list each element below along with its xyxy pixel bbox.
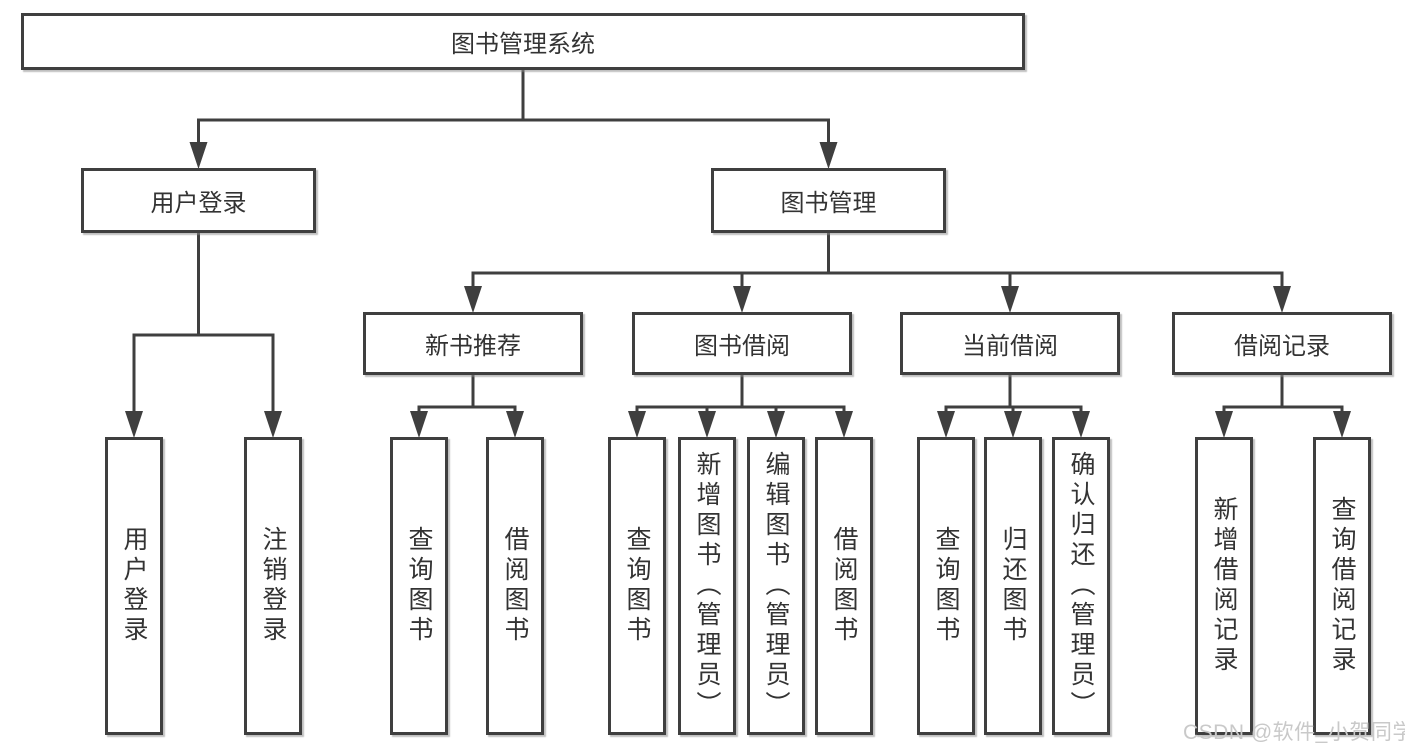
node-label: 新书推荐 (425, 333, 521, 360)
arrowhead-icon (937, 411, 955, 438)
arrowhead-icon (1004, 411, 1022, 438)
arrowhead-icon (819, 142, 838, 169)
arrowhead-icon (1072, 411, 1090, 438)
node-user-logout-op: 注销登录 (244, 437, 302, 735)
node-nb-borrow: 借阅图书 (486, 437, 544, 735)
arrowhead-icon (464, 286, 482, 313)
arrowhead-icon (1001, 286, 1019, 313)
arrowhead-icon (1273, 286, 1291, 313)
arrowhead-icon (733, 286, 751, 313)
node-label: 图书管理 (780, 190, 877, 217)
node-label: 用户登录 (150, 190, 247, 217)
node-label: 当前借阅 (962, 333, 1058, 360)
node-book-mgmt: 图书管理 (711, 168, 946, 233)
node-bb-query: 查询图书 (608, 437, 666, 735)
node-label: 查询图书 (932, 526, 960, 646)
node-nb-query: 查询图书 (390, 437, 448, 735)
node-label: 图书管理系统 (451, 31, 595, 58)
arrowhead-icon (189, 142, 208, 169)
node-label: 新增图书（管理员） (693, 451, 721, 721)
node-label: 新增借阅记录 (1210, 496, 1238, 676)
arrowhead-icon (1333, 411, 1351, 438)
node-cb-return: 归还图书 (984, 437, 1042, 735)
node-bb-borrow: 借阅图书 (815, 437, 873, 735)
node-cb-query: 查询图书 (917, 437, 975, 735)
arrowhead-icon (410, 411, 428, 438)
node-label: 查询借阅记录 (1328, 496, 1356, 676)
node-label: 借阅记录 (1234, 333, 1330, 360)
node-label: 用户登录 (120, 526, 148, 646)
node-label: 注销登录 (259, 526, 287, 646)
node-bb-edit: 编辑图书（管理员） (747, 437, 805, 735)
node-user-login-op: 用户登录 (105, 437, 163, 735)
node-label: 借阅图书 (501, 526, 529, 646)
node-label: 查询图书 (405, 526, 433, 646)
node-book-borrow: 图书借阅 (632, 312, 852, 375)
node-label: 归还图书 (999, 526, 1027, 646)
arrowhead-icon (698, 411, 716, 438)
arrowhead-icon (1215, 411, 1233, 438)
arrowhead-icon (835, 411, 853, 438)
node-label: 查询图书 (623, 526, 651, 646)
arrowhead-icon (628, 411, 646, 438)
node-cb-confirm: 确认归还（管理员） (1052, 437, 1110, 735)
node-current-borrow: 当前借阅 (900, 312, 1120, 375)
node-label: 图书借阅 (694, 333, 790, 360)
node-new-book-rec: 新书推荐 (363, 312, 583, 375)
node-label: 编辑图书（管理员） (762, 451, 790, 721)
arrowhead-icon (125, 411, 143, 438)
node-system: 图书管理系统 (21, 13, 1025, 70)
arrowhead-icon (264, 411, 282, 438)
node-br-add: 新增借阅记录 (1195, 437, 1253, 735)
node-borrow-record: 借阅记录 (1172, 312, 1392, 375)
node-bb-add: 新增图书（管理员） (678, 437, 736, 735)
node-label: 借阅图书 (830, 526, 858, 646)
node-user-login: 用户登录 (81, 168, 316, 233)
arrowhead-icon (767, 411, 785, 438)
node-br-query: 查询借阅记录 (1313, 437, 1371, 735)
arrowhead-icon (506, 411, 524, 438)
node-label: 确认归还（管理员） (1067, 451, 1095, 721)
watermark: CSDN @软件_小贺同学 (1183, 721, 1405, 744)
